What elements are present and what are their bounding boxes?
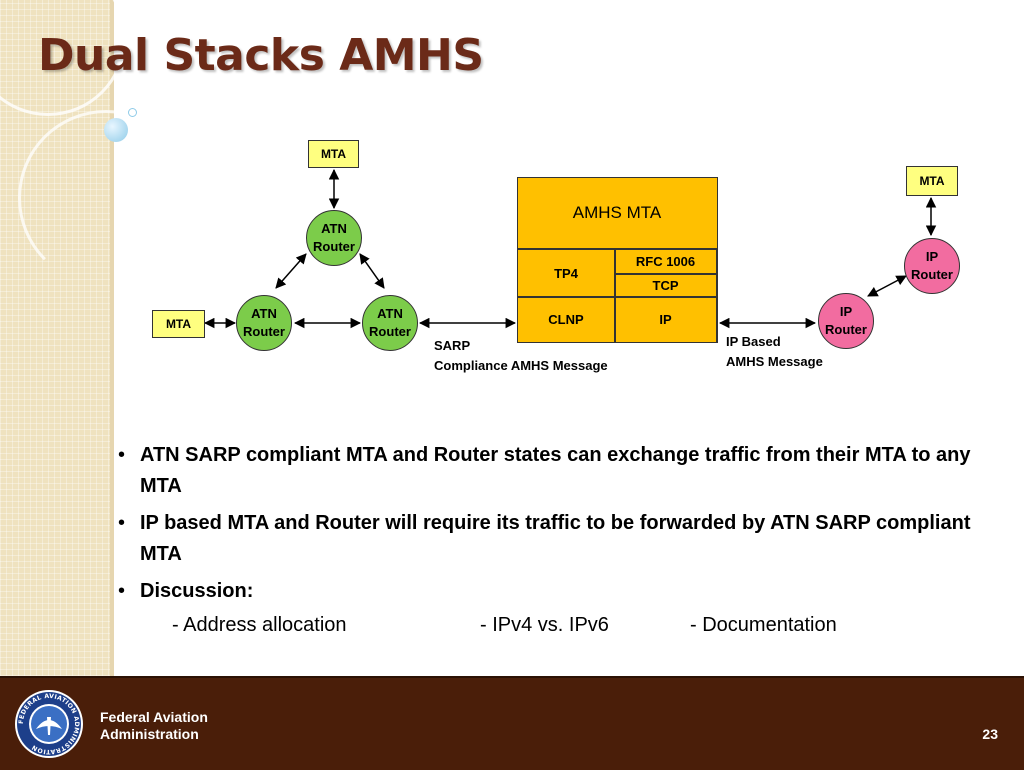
decorative-bubble-small	[128, 108, 137, 117]
ip-based-label-line2: AMHS Message	[726, 354, 823, 369]
agency-name-line1: Federal Aviation	[100, 709, 208, 725]
bullet-text: ATN SARP compliant MTA and Router states…	[140, 444, 971, 497]
link-ip-routers	[867, 275, 907, 297]
mta-box-right: MTA	[906, 166, 958, 196]
decorative-bubble	[104, 118, 128, 142]
atn-router-top: ATN Router	[306, 210, 362, 266]
stack-ip: IP	[614, 296, 717, 343]
diagram-connectors	[203, 168, 937, 329]
bullet-marker: •	[118, 580, 126, 602]
stack-clnp: CLNP	[516, 296, 616, 343]
sarp-label-line2: Compliance AMHS Message	[434, 358, 608, 373]
bullet-text: Discussion:	[140, 580, 254, 602]
atn-router-top-line2: Router	[313, 239, 355, 254]
ip-router-lower-line2: Router	[825, 322, 867, 337]
link-atn-top-right	[359, 253, 385, 289]
ip-router-upper: IP Router	[904, 238, 960, 294]
atn-router-right-line2: Router	[369, 324, 411, 339]
decorative-swirl-large	[18, 110, 194, 286]
bullet-marker: •	[118, 444, 126, 466]
bullet-text: IP based MTA and Router will require its…	[140, 512, 971, 565]
stack-rfc1006: RFC 1006	[614, 248, 717, 275]
stack-title: AMHS MTA	[516, 176, 718, 250]
bullet-item: • ATN SARP compliant MTA and Router stat…	[118, 440, 978, 502]
ip-router-upper-line1: IP	[925, 249, 939, 264]
slide-title: Dual Stacks AMHS	[38, 30, 484, 81]
stack-tp4: TP4	[516, 248, 616, 298]
ip-router-lower-line1: IP	[839, 304, 853, 319]
atn-router-left: ATN Router	[236, 295, 292, 351]
sarp-label: SARP Compliance AMHS Message	[434, 336, 608, 376]
sarp-label-line1: SARP	[434, 338, 471, 353]
faa-seal-logo: FEDERAL AVIATION ADMINISTRATION	[15, 690, 83, 758]
atn-router-left-line2: Router	[243, 324, 285, 339]
bullet-item: • Discussion:	[118, 576, 978, 607]
agency-name-line2: Administration	[100, 726, 199, 742]
page-number: 23	[982, 726, 998, 742]
atn-router-right-line1: ATN	[377, 306, 403, 321]
discussion-item: - IPv4 vs. IPv6	[480, 614, 609, 636]
discussion-item: - Address allocation	[172, 614, 347, 636]
ip-router-upper-line2: Router	[911, 267, 953, 282]
footer-bar: FEDERAL AVIATION ADMINISTRATION Federal …	[0, 676, 1024, 770]
link-atn-top-left	[275, 253, 307, 289]
atn-router-top-line1: ATN	[321, 221, 347, 236]
band-edge	[110, 0, 114, 676]
mta-box-top: MTA	[308, 140, 359, 168]
discussion-items: - Address allocation - IPv4 vs. IPv6 - D…	[118, 609, 978, 641]
bullet-item: • IP based MTA and Router will require i…	[118, 508, 978, 570]
bullet-list: • ATN SARP compliant MTA and Router stat…	[118, 440, 978, 641]
discussion-item: - Documentation	[690, 614, 837, 636]
stack-tcp: TCP	[614, 273, 717, 298]
amhs-mta-stack: AMHS MTA TP4 CLNP RFC 1006 TCP IP	[516, 176, 718, 343]
atn-router-right: ATN Router	[362, 295, 418, 351]
bullet-marker: •	[118, 512, 126, 534]
agency-name: Federal Aviation Administration	[100, 709, 208, 743]
mta-box-left: MTA	[152, 310, 205, 338]
ip-router-lower: IP Router	[818, 293, 874, 349]
ip-based-label: IP Based AMHS Message	[726, 332, 823, 372]
ip-based-label-line1: IP Based	[726, 334, 781, 349]
atn-router-left-line1: ATN	[251, 306, 277, 321]
